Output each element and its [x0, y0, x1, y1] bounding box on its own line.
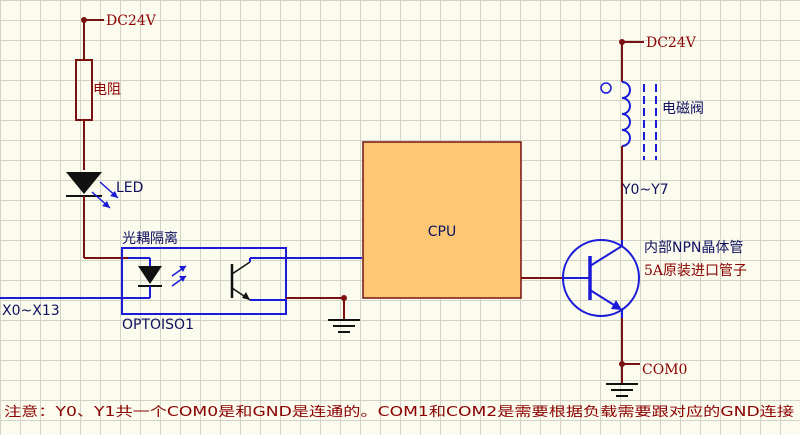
cpu-label: CPU [428, 224, 456, 240]
ground-symbol-left [328, 319, 360, 333]
solenoid-label: 电磁阀 [662, 101, 704, 117]
opto-phototransistor [230, 257, 286, 301]
dc24v-label-right: DC24V [646, 35, 697, 51]
right-dc24v-supply [619, 39, 644, 82]
output-range-label: Y0~Y7 [621, 182, 669, 198]
ground-symbol-right [606, 383, 638, 397]
led-symbol [66, 172, 119, 209]
optocoupler-label: 光耦隔离 [122, 230, 178, 247]
resistor [75, 59, 93, 121]
left-dc24v-supply [81, 17, 104, 60]
npn-transistor [562, 239, 640, 318]
note-text: 注意：Y0、Y1共一个COM0是和GND是连通的。COM1和COM2是需要根据负… [4, 404, 794, 420]
opto-part-label: OPTOISO1 [122, 317, 194, 333]
input-range-label: X0~X13 [2, 303, 60, 319]
resistor-label: 电阻 [93, 82, 121, 98]
opto-led [128, 257, 187, 299]
dc24v-label-left: DC24V [106, 13, 157, 29]
solenoid-coil [600, 81, 657, 160]
optocoupler-box [121, 247, 287, 315]
transistor-label-line1: 内部NPN晶体管 [644, 240, 743, 256]
transistor-label-line2: 5A原装进口管子 [644, 263, 747, 279]
led-label: LED [116, 180, 143, 196]
cpu-block [362, 141, 522, 299]
com0-label: COM0 [642, 362, 687, 378]
